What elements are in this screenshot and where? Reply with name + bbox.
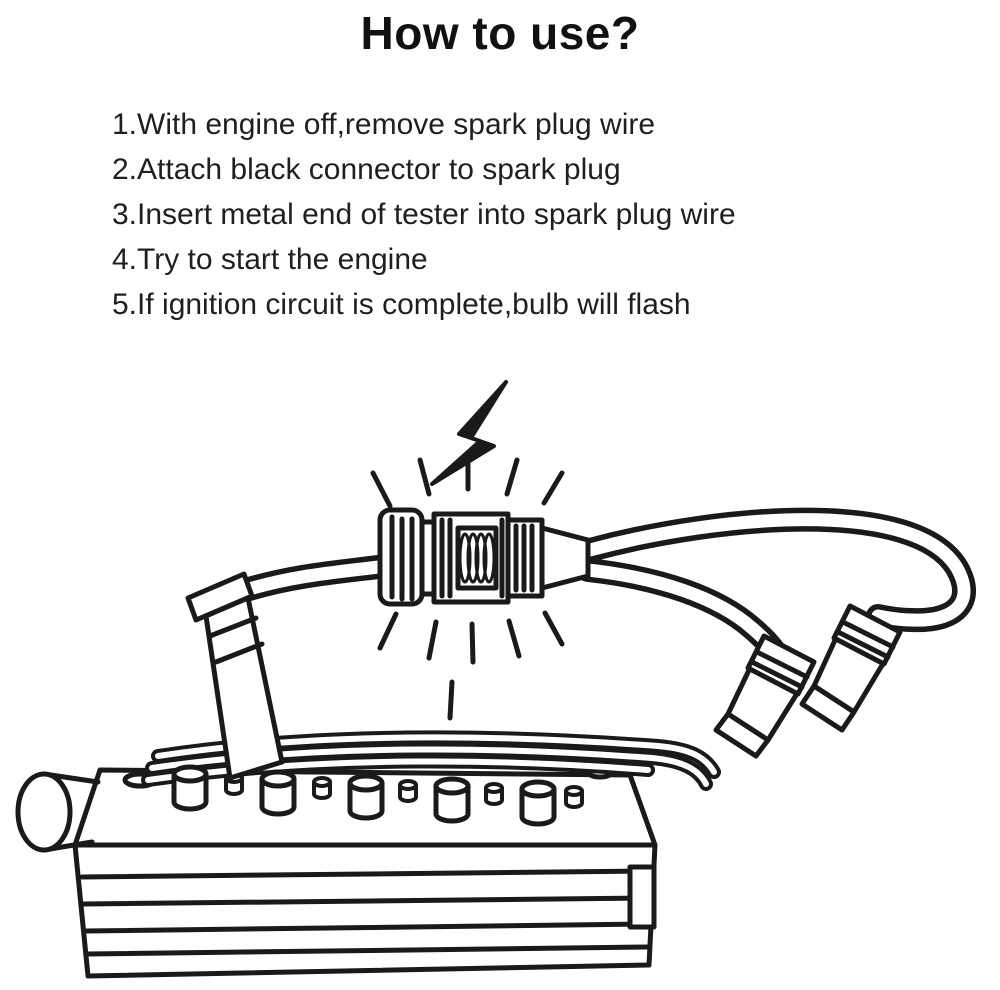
engine-block-illustration [15,764,658,979]
engine-pulley-icon [15,771,101,853]
steps-list: 1.With engine off,remove spark plug wire… [112,102,1000,327]
step-3: 3.Insert metal end of tester into spark … [112,198,736,231]
flash-rays-icon [370,451,565,721]
spark-plug-wire-right-sweep [578,507,976,633]
step-4: 4.Try to start the engine [112,243,428,276]
tester-coil-icon [458,532,496,584]
illustration-canvas [15,380,976,979]
step-2: 2.Attach black connector to spark plug [112,153,621,186]
usage-illustration [0,370,1000,990]
step-1: 1.With engine off,remove spark plug wire [112,108,656,141]
tester-metal-end [539,525,591,591]
spark-plug-boot-right-lower [713,633,817,759]
spark-plug-boot-left [185,571,285,781]
page-title: How to use? [360,7,640,59]
step-5: 5.If ignition circuit is complete,bulb w… [112,288,691,321]
spark-plug-terminals [171,764,584,827]
spark-plug-boot-right-upper [799,603,903,733]
lightning-bolt-icon [430,380,508,486]
spark-plug-wire-right-short [576,558,792,672]
spark-plug-wire-left [234,554,398,602]
spark-plug-tester-illustration [377,507,591,607]
